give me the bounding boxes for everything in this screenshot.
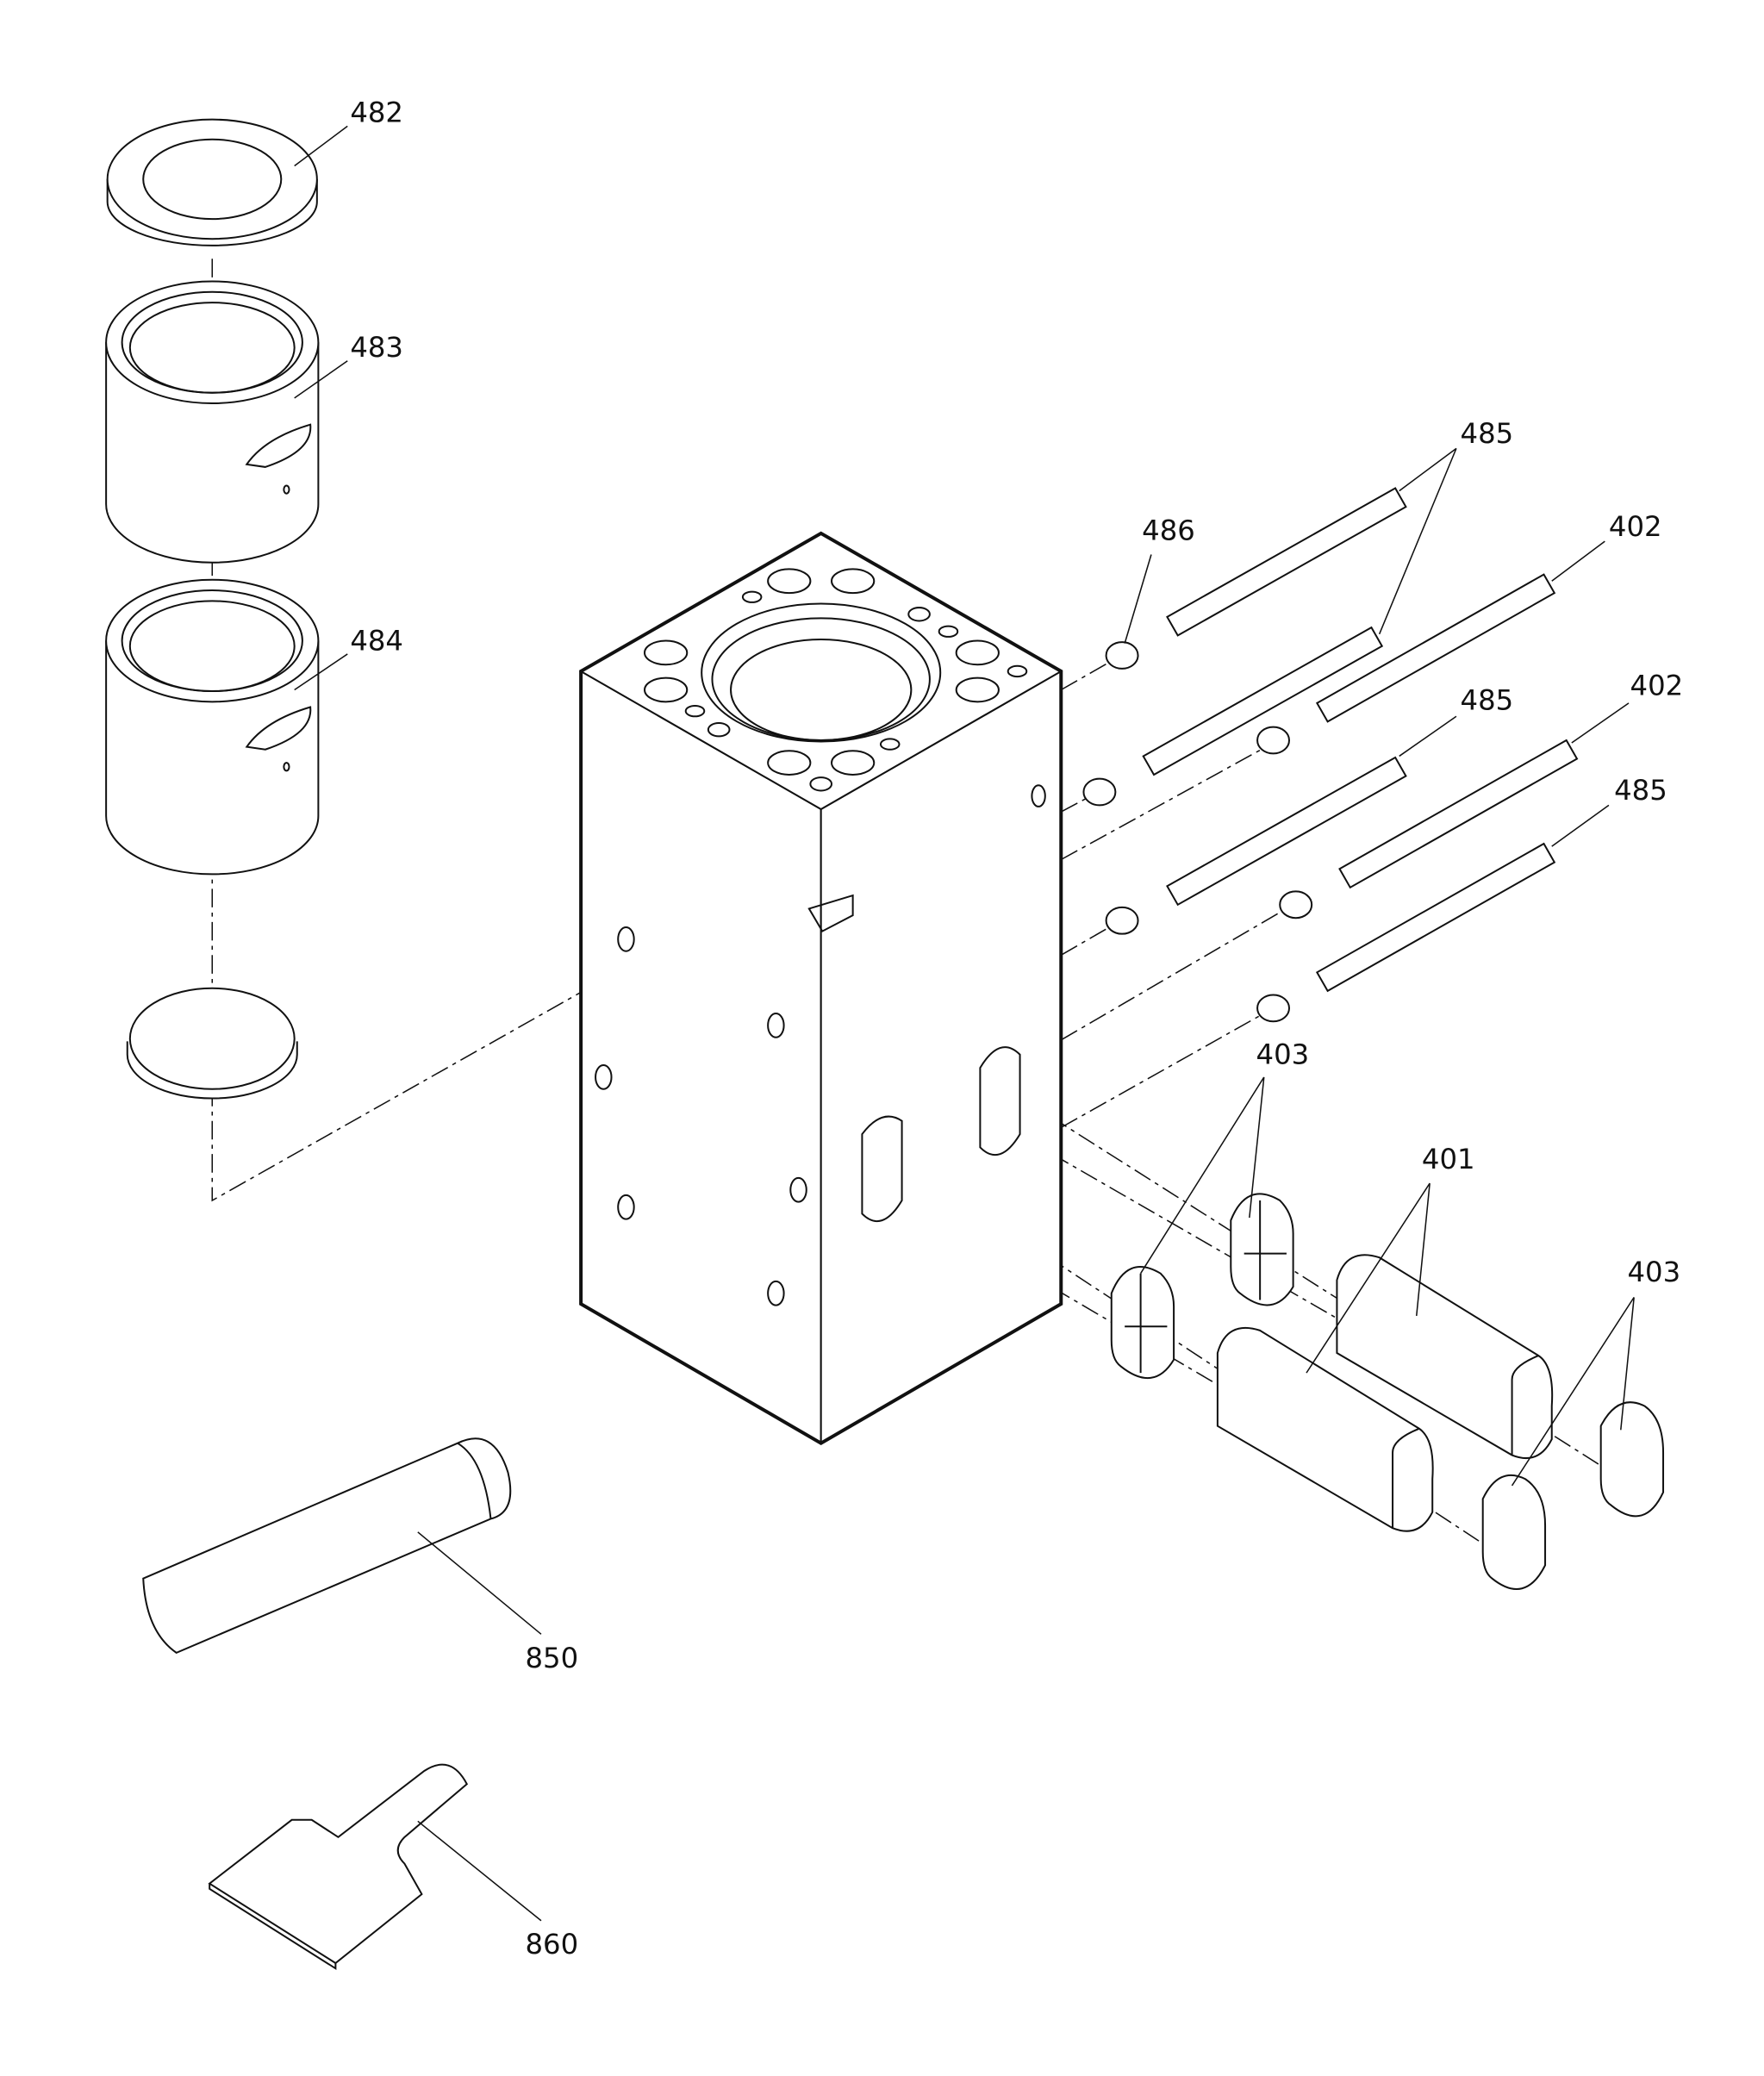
label-485-a: 485 — [1461, 417, 1514, 450]
label-401: 401 — [1422, 1143, 1475, 1175]
sleeve-483 — [105, 280, 320, 564]
rods — [1142, 487, 1579, 993]
leader-lines — [294, 125, 1635, 1922]
ring-482 — [106, 118, 318, 246]
bolt-holes — [644, 568, 1028, 792]
sleeve-484 — [105, 578, 320, 876]
label-483: 483 — [350, 331, 403, 364]
label-860: 860 — [525, 1928, 578, 1961]
nuts — [1082, 641, 1313, 1023]
main-housing-block — [579, 531, 1063, 1446]
reference-labels: 482 483 484 486 485 402 485 402 485 403 … — [350, 97, 1683, 1961]
inserts-403 — [1110, 1193, 1665, 1590]
plug-cap — [126, 987, 298, 1100]
label-486: 486 — [1142, 514, 1195, 547]
label-402-b: 402 — [1630, 670, 1684, 702]
tool-860 — [208, 1763, 469, 1970]
label-402-a: 402 — [1609, 510, 1662, 543]
label-485-c: 485 — [1614, 774, 1667, 807]
blocks-401 — [1216, 1254, 1554, 1532]
label-850: 850 — [525, 1642, 578, 1674]
label-403-b: 403 — [1627, 1256, 1680, 1288]
tool-850 — [142, 1437, 512, 1655]
label-484: 484 — [350, 624, 403, 657]
label-403-a: 403 — [1256, 1038, 1310, 1071]
label-482: 482 — [350, 97, 403, 129]
label-485-b: 485 — [1461, 684, 1514, 717]
